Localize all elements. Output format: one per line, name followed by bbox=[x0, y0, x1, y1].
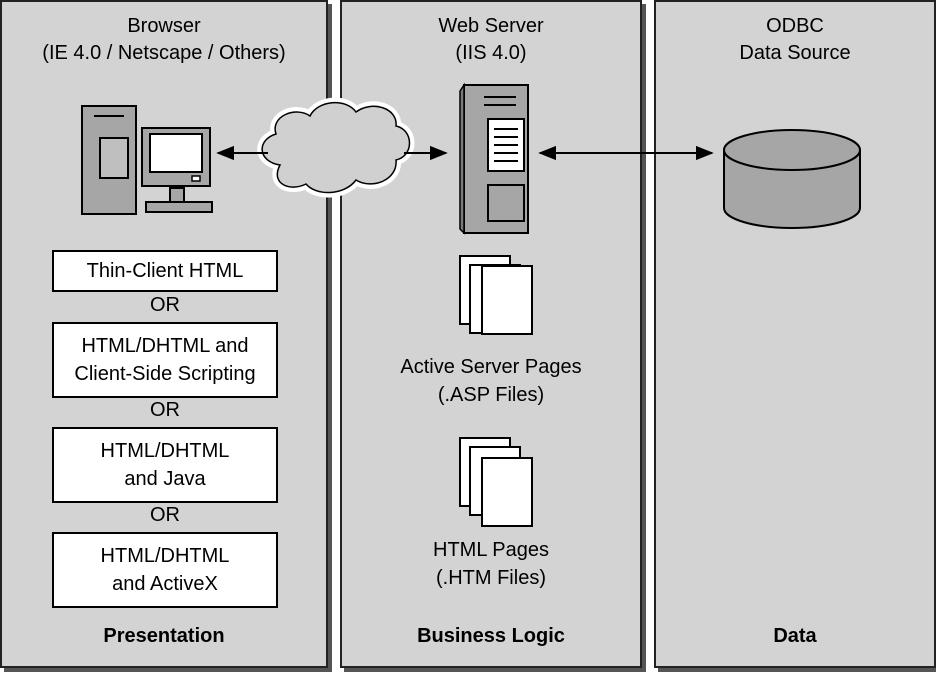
browser-title: Browser bbox=[127, 15, 201, 37]
htm-caption: HTML Pages bbox=[433, 539, 549, 561]
or-separator: OR bbox=[150, 399, 180, 421]
option-dhtml-activex: HTML/DHTML and ActiveX bbox=[52, 532, 278, 608]
internet-cloud-icon bbox=[257, 97, 415, 198]
business-logic-panel: Web Server (IIS 4.0) Active Server Pages… bbox=[340, 0, 642, 668]
data-panel: ODBC Data Source Data bbox=[654, 0, 936, 668]
desktop-computer-icon bbox=[81, 105, 213, 215]
htm-subcaption: (.HTM Files) bbox=[436, 567, 546, 589]
business-logic-footer: Business Logic bbox=[417, 625, 565, 647]
odbc-title: ODBC bbox=[766, 15, 824, 37]
document-stack-icon bbox=[459, 255, 533, 335]
option-thin-client-html: Thin-Client HTML bbox=[52, 250, 278, 292]
presentation-panel: Browser (IE 4.0 / Netscape / Others) Thi… bbox=[0, 0, 328, 668]
asp-subcaption: (.ASP Files) bbox=[437, 384, 545, 406]
option-dhtml-scripting: HTML/DHTML and Client-Side Scripting bbox=[52, 322, 278, 398]
database-cylinder-icon bbox=[723, 129, 861, 229]
asp-caption: Active Server Pages bbox=[400, 356, 582, 378]
web-server-title: Web Server bbox=[438, 15, 544, 37]
or-separator: OR bbox=[150, 294, 180, 316]
option-dhtml-java: HTML/DHTML and Java bbox=[52, 427, 278, 503]
web-server-subtitle: (IIS 4.0) bbox=[455, 42, 527, 64]
document-stack-icon bbox=[459, 437, 533, 527]
presentation-footer: Presentation bbox=[103, 625, 225, 647]
or-separator: OR bbox=[150, 504, 180, 526]
browser-subtitle: (IE 4.0 / Netscape / Others) bbox=[42, 42, 286, 64]
server-tower-icon bbox=[459, 82, 529, 235]
data-footer: Data bbox=[773, 625, 817, 647]
odbc-subtitle: Data Source bbox=[739, 42, 851, 64]
